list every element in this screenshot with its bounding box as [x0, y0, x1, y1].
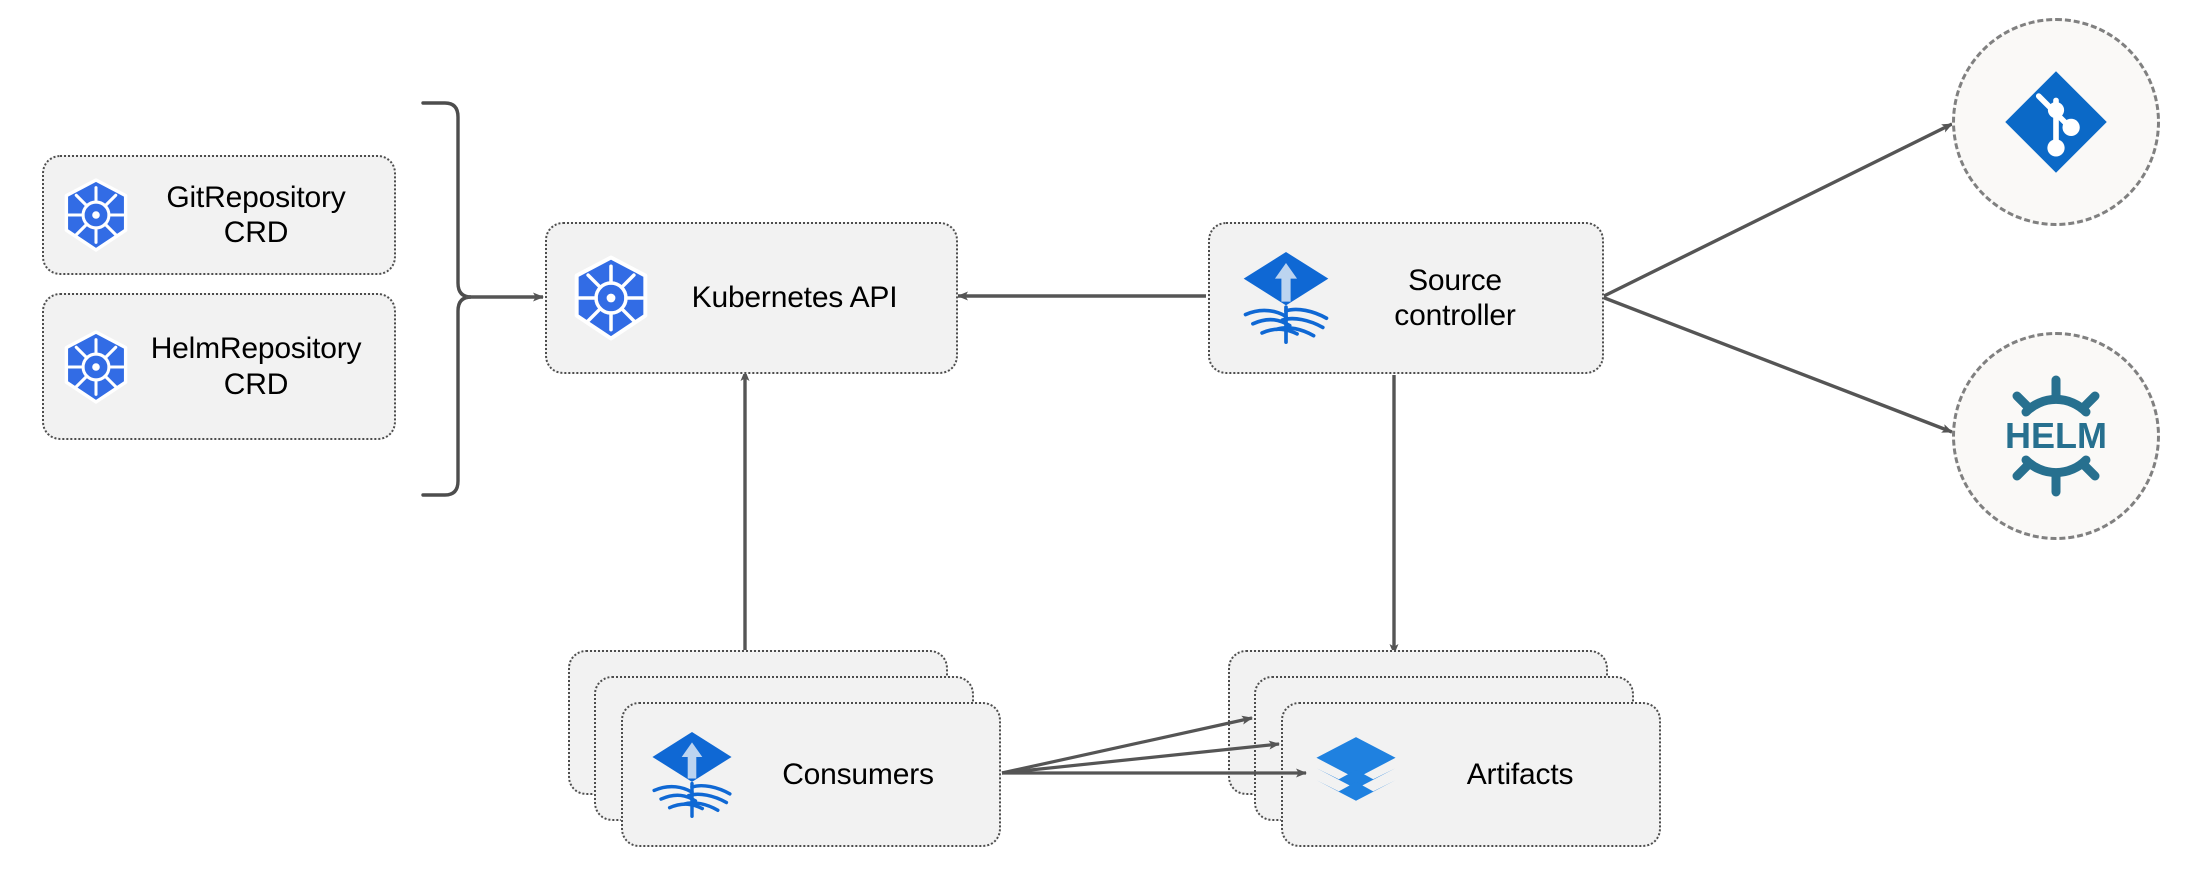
node-label: Consumers	[782, 757, 934, 791]
node-git-repository-crd[interactable]: GitRepository CRD	[42, 155, 396, 275]
node-label: Artifacts	[1466, 757, 1574, 791]
crd-group-bracket	[421, 101, 472, 497]
node-label: GitRepository CRD	[166, 180, 346, 249]
connector-consumers-to-artifacts-back	[1001, 715, 1253, 775]
node-artifacts[interactable]: Artifacts	[1281, 702, 1661, 847]
node-label: HelmRepository CRD	[150, 332, 362, 401]
connector-source-controller-to-git	[1601, 122, 1953, 299]
node-label: Kubernetes API	[691, 281, 898, 315]
kubernetes-icon	[58, 329, 134, 405]
node-source-controller[interactable]: Source controller	[1208, 222, 1604, 374]
helm-wordmark: HELM	[2005, 415, 2107, 456]
node-label: Source controller	[1394, 263, 1516, 332]
git-icon	[2002, 68, 2110, 176]
layers-icon	[1313, 732, 1399, 818]
node-helm-repository-crd[interactable]: HelmRepository CRD	[42, 293, 396, 440]
kubernetes-icon	[58, 177, 134, 253]
node-git-provider[interactable]	[1952, 18, 2160, 226]
helm-icon: HELM	[1981, 372, 2131, 500]
node-helm-provider[interactable]: HELM	[1952, 332, 2160, 540]
kubernetes-icon	[567, 254, 655, 342]
node-consumers[interactable]: Consumers	[621, 702, 1001, 847]
node-kubernetes-api[interactable]: Kubernetes API	[545, 222, 958, 374]
connector-source-controller-to-helm	[1601, 295, 1953, 434]
flux-icon	[1240, 250, 1332, 346]
flux-icon	[649, 729, 735, 821]
